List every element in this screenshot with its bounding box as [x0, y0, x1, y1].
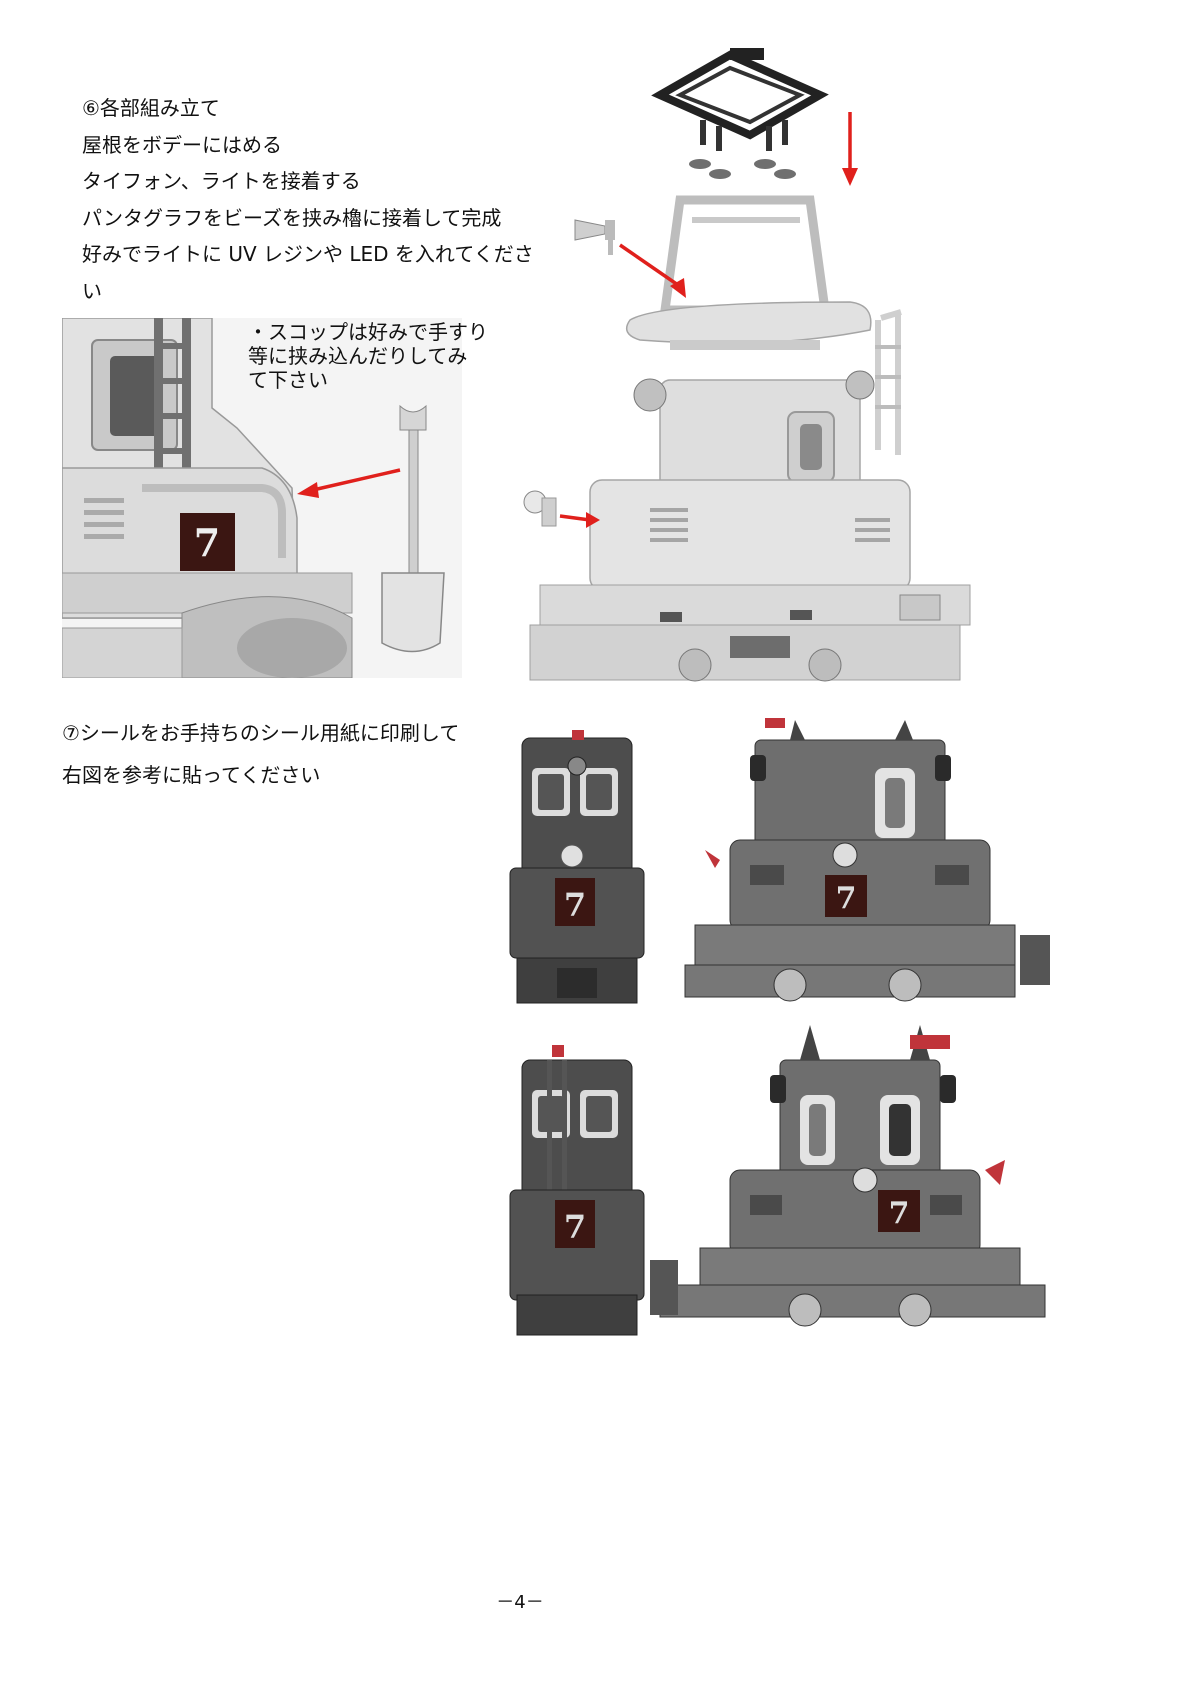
- number-plate-text: 7: [194, 520, 220, 565]
- page-number: －4－: [496, 1592, 544, 1613]
- step7-heading: ⑦シールをお手持ちのシール用紙に印刷して: [62, 721, 460, 745]
- step7-line: 右図を参考に貼ってください: [62, 763, 321, 787]
- horn-icon: [574, 219, 615, 255]
- decal-number-side-b: 7: [889, 1196, 910, 1231]
- shovel-closeup-illustration: 7: [62, 318, 462, 678]
- headlight-icon: [523, 490, 557, 527]
- shovel-note-line: ・スコップは好みで手すり: [248, 320, 488, 344]
- decal-number-side-a: 7: [836, 881, 857, 916]
- arrow-icon: [297, 468, 401, 498]
- locomotive-body: [529, 370, 971, 682]
- step6-line: パンタグラフをビーズを挟み櫓に接着して完成: [82, 205, 502, 230]
- exploded-assembly-illustration: [523, 48, 971, 682]
- side-view-a: 7: [684, 718, 1050, 1002]
- beads: [689, 159, 796, 179]
- step6-line: 好みでライトに UV レジンや LED を入れてくださ: [82, 242, 534, 266]
- decal-number-front-b: 7: [564, 1208, 586, 1246]
- shovel-note: ・スコップは好みで手すり 等に挟み込んだりしてみ て下さい: [248, 320, 488, 392]
- step6-line: い: [82, 278, 102, 303]
- decal-number-front-a: 7: [564, 886, 586, 924]
- front-view-a: 7: [509, 730, 645, 1004]
- tower: [659, 195, 831, 315]
- step6-instructions: ⑥各部組み立て 屋根をボデーにはめる タイフォン、ライトを接着する パンタグラフ…: [82, 90, 534, 309]
- pantograph: [651, 48, 829, 151]
- step6-heading: ⑥各部組み立て: [82, 96, 220, 120]
- shovel-note-line: 等に挟み込んだりしてみ: [248, 344, 468, 368]
- shovel-note-line: て下さい: [248, 368, 328, 392]
- step7-instructions: ⑦シールをお手持ちのシール用紙に印刷して 右図を参考に貼ってください: [62, 712, 459, 796]
- step6-line: 屋根をボデーにはめる: [82, 132, 282, 157]
- roof: [625, 301, 902, 455]
- step6-line: タイフォン、ライトを接着する: [82, 169, 361, 193]
- side-view-b: 7: [650, 1025, 1046, 1327]
- front-view-b: 7: [509, 1045, 645, 1336]
